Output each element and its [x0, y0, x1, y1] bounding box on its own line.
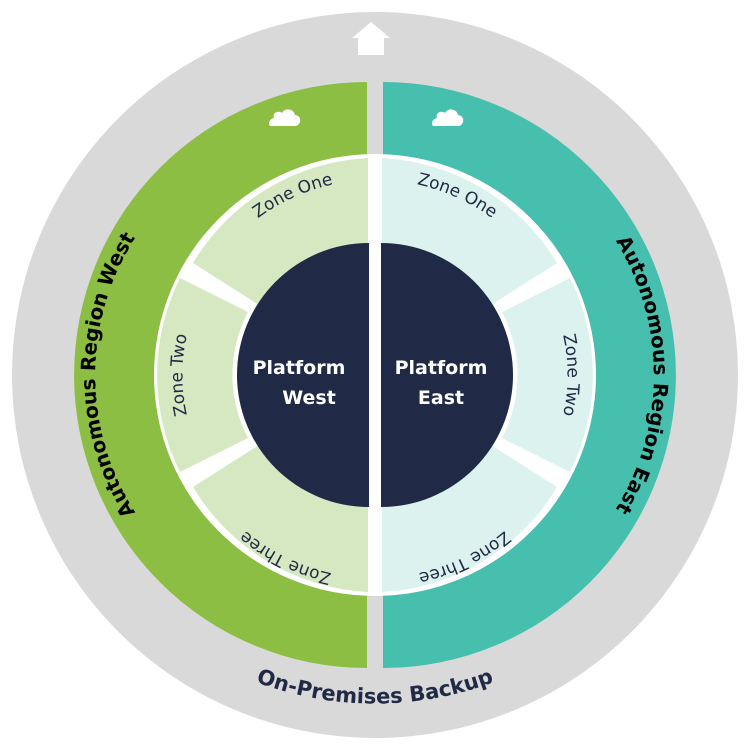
zone-east-two [502, 278, 593, 472]
platform-east [381, 243, 513, 507]
up-arrow-icon [352, 22, 390, 55]
platform-west [237, 243, 369, 507]
platform-east-line2: East [418, 387, 464, 409]
zone-east-one [382, 158, 557, 305]
zone-east-three [382, 445, 557, 592]
platform-east-line1: Platform [395, 357, 488, 379]
platform-west-line2: West [282, 387, 336, 409]
platform-west-line1: Platform [253, 357, 346, 379]
zone-west-one [193, 158, 368, 305]
zone-west-three [193, 445, 368, 592]
zone-west-two [157, 278, 248, 472]
